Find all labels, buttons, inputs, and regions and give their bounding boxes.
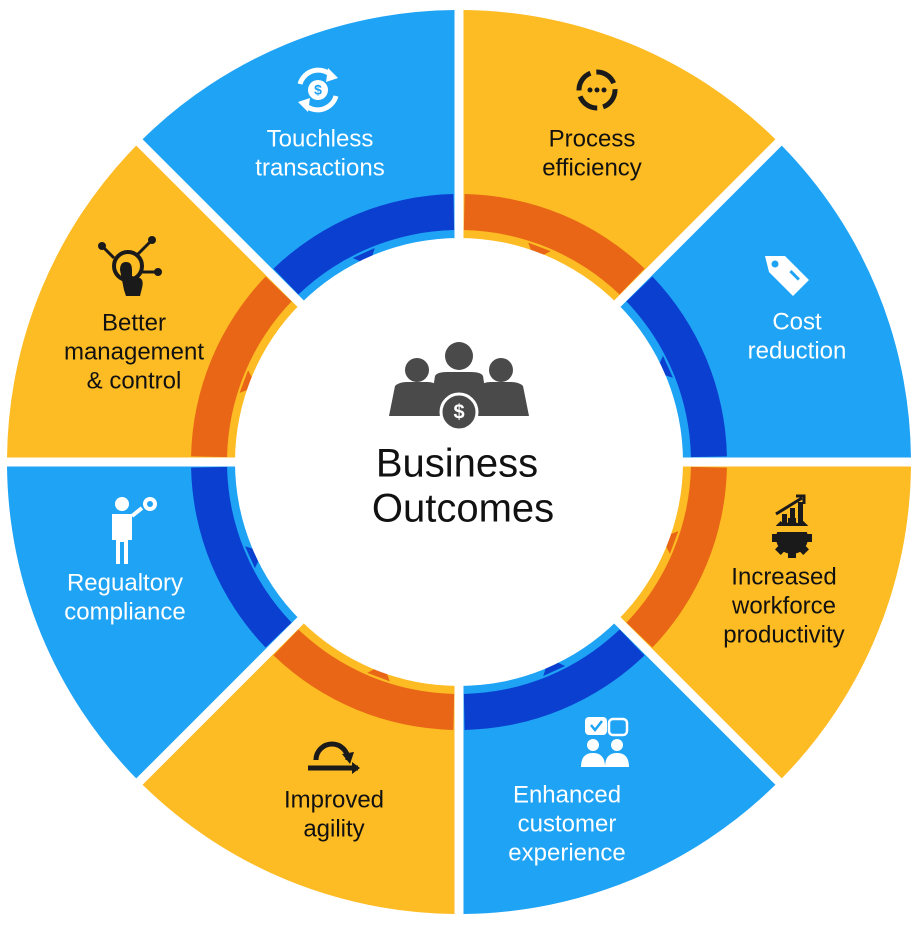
label-touchless-transactions-line2: transactions: [255, 154, 384, 181]
label-enhanced-customer-experience-line2: customer: [518, 810, 617, 837]
agile-loop-icon: [308, 741, 360, 774]
cycle-dots-icon: [576, 69, 618, 111]
center-title-line2: Outcomes: [372, 487, 554, 531]
ring-arc-increased-workforce-productivity: [626, 466, 727, 648]
label-increased-workforce-productivity-line2: workforce: [731, 592, 836, 619]
label-enhanced-customer-experience-line3: experience: [508, 839, 625, 866]
labels-layer: ProcessefficiencyCostreductionIncreasedw…: [64, 125, 846, 866]
ring-arc-touchless-transactions: [273, 194, 455, 295]
svg-text:$: $: [314, 82, 322, 98]
ring-arc-regulatory-compliance: [191, 466, 292, 648]
label-process-efficiency-line2: efficiency: [542, 154, 642, 181]
gear-growth-icon: [772, 494, 812, 558]
label-better-management-control-line2: management: [64, 338, 204, 365]
label-increased-workforce-productivity-line3: productivity: [723, 621, 844, 648]
dollar-cycle-icon: $: [297, 67, 339, 113]
svg-text:$: $: [453, 401, 464, 423]
price-tag-icon: [765, 256, 809, 296]
person-gear-icon: [112, 497, 157, 564]
label-improved-agility-line2: agility: [303, 815, 364, 842]
label-better-management-control-line3: & control: [87, 367, 182, 394]
label-touchless-transactions-line1: Touchless: [267, 125, 374, 152]
label-improved-agility-line1: Improved: [284, 786, 384, 813]
ring-arc-improved-agility: [273, 629, 455, 730]
label-cost-reduction-line2: reduction: [748, 337, 847, 364]
label-better-management-control-line1: Better: [102, 309, 166, 336]
ring-arc-enhanced-customer-experience: [463, 629, 645, 730]
ring-arc-process-efficiency: [463, 194, 645, 295]
business-people-icon: $: [389, 342, 529, 432]
center-title-line1: Business: [376, 442, 538, 486]
icons-layer: $: [98, 67, 812, 774]
label-regulatory-compliance-line1: Regualtory: [67, 569, 183, 596]
touch-network-icon: [98, 236, 162, 296]
label-enhanced-customer-experience-line1: Enhanced: [513, 781, 621, 808]
label-increased-workforce-productivity-line1: Increased: [731, 563, 836, 590]
center-disc: [235, 238, 683, 686]
label-cost-reduction-line1: Cost: [772, 308, 822, 335]
ring-arc-better-management-control: [191, 276, 292, 458]
label-process-efficiency-line1: Process: [549, 125, 636, 152]
ring-arc-cost-reduction: [626, 276, 727, 458]
customer-feedback-icon: [581, 717, 629, 767]
label-regulatory-compliance-line2: compliance: [64, 598, 185, 625]
